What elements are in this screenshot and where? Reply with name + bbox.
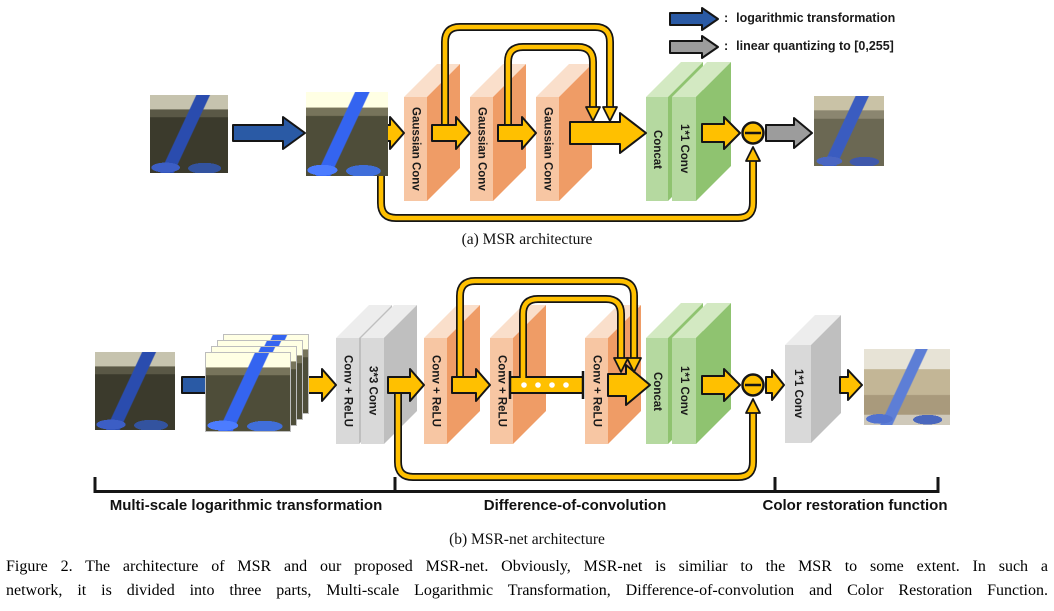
residual-arrowhead bbox=[745, 146, 761, 162]
skip-arrowhead bbox=[613, 357, 629, 373]
final-conv1x1-label: 1*1 Conv bbox=[792, 369, 804, 419]
conv1x1-label-a: 1*1 Conv bbox=[678, 124, 690, 174]
conv-relu-gray-label: Conv + ReLU bbox=[341, 355, 354, 427]
skip-arrowhead bbox=[585, 106, 601, 122]
conv-relu-label-3: Conv + ReLU bbox=[590, 355, 603, 427]
legend-separator: : bbox=[724, 11, 729, 25]
flow-arrow-a-concat bbox=[569, 112, 647, 154]
skip-connection-b-outer bbox=[456, 277, 638, 378]
legend-label: logarithmic transformation bbox=[736, 11, 896, 25]
figure-caption-line-2: network, it is divided into three parts,… bbox=[6, 582, 1048, 599]
concat-label-b: Concat bbox=[651, 371, 663, 411]
log-transformed-image-a bbox=[306, 92, 388, 176]
output-image-a bbox=[814, 96, 884, 166]
legend-label: linear quantizing to [0,255] bbox=[736, 39, 894, 53]
ellipsis-dots bbox=[508, 371, 585, 399]
section-label-difference: Difference-of-convolution bbox=[483, 497, 667, 514]
quantize-arrow-a bbox=[765, 117, 813, 149]
skip-connection-a-inner bbox=[504, 43, 597, 126]
multiscale-image-stack bbox=[205, 334, 313, 432]
logarithmic-arrow-icon bbox=[669, 7, 719, 31]
conv1x1-block-a bbox=[672, 62, 731, 201]
output-image-b bbox=[864, 349, 950, 425]
flow-arrow-b-out bbox=[839, 369, 863, 401]
conv-relu-label-1: Conv + ReLU bbox=[429, 355, 442, 427]
flow-arrow-a2 bbox=[431, 116, 471, 150]
subtract-operator-b-icon bbox=[741, 373, 765, 397]
residual-arrowhead bbox=[745, 398, 761, 414]
final-conv1x1-block bbox=[785, 315, 841, 443]
section-label-color-restoration: Color restoration function bbox=[762, 497, 948, 514]
figure-caption-line-1: Figure 2. The architecture of MSR and ou… bbox=[6, 558, 1048, 575]
flow-arrow-b2 bbox=[387, 368, 425, 402]
flow-arrow-b3 bbox=[451, 368, 491, 402]
flow-arrow-b4 bbox=[701, 368, 741, 402]
subtract-operator-a-icon bbox=[741, 121, 765, 145]
section-label-multiscale: Multi-scale logarithmic transformation bbox=[109, 497, 383, 514]
flow-arrow-a-out bbox=[701, 116, 741, 150]
input-image-b bbox=[95, 352, 175, 430]
legend-item-logarithmic: : logarithmic transformation bbox=[724, 11, 895, 25]
gaussian-conv-label-2: Gaussian Conv bbox=[475, 107, 488, 191]
gaussian-conv-label-1: Gaussian Conv bbox=[409, 107, 422, 191]
conv-relu-label-2: Conv + ReLU bbox=[495, 355, 508, 427]
skip-arrowhead bbox=[626, 357, 642, 373]
legend-item-quantizing: : linear quantizing to [0,255] bbox=[724, 39, 894, 53]
gaussian-conv-label-3: Gaussian Conv bbox=[541, 107, 554, 191]
input-image-a bbox=[150, 95, 228, 173]
conv3x3-label: 3*3 Conv bbox=[366, 366, 379, 416]
flow-arrow-a3 bbox=[497, 116, 537, 150]
skip-connection-b-inner bbox=[519, 295, 625, 378]
linear-quantize-arrow-icon bbox=[669, 35, 719, 59]
residual-connection-b bbox=[394, 392, 757, 481]
conv1x1-block-b bbox=[672, 303, 731, 444]
skip-arrowhead bbox=[602, 106, 618, 122]
skip-connection-a-outer bbox=[441, 23, 614, 126]
stack-layer bbox=[205, 352, 291, 432]
bracket-color-restoration bbox=[773, 477, 940, 493]
caption-msrnet: (b) MSR-net architecture bbox=[449, 531, 605, 548]
conv3x3-block bbox=[361, 305, 417, 444]
log-transform-arrow-a bbox=[232, 116, 306, 150]
flow-arrow-b5 bbox=[765, 369, 785, 401]
flow-arrow-b-concat bbox=[607, 364, 651, 406]
caption-msr: (a) MSR architecture bbox=[461, 231, 593, 248]
legend-separator: : bbox=[724, 39, 729, 53]
bracket-multiscale bbox=[93, 477, 397, 493]
concat-label-a: Concat bbox=[651, 129, 663, 169]
residual-connection-a bbox=[377, 140, 757, 222]
conv1x1-label-b: 1*1 Conv bbox=[678, 366, 690, 416]
